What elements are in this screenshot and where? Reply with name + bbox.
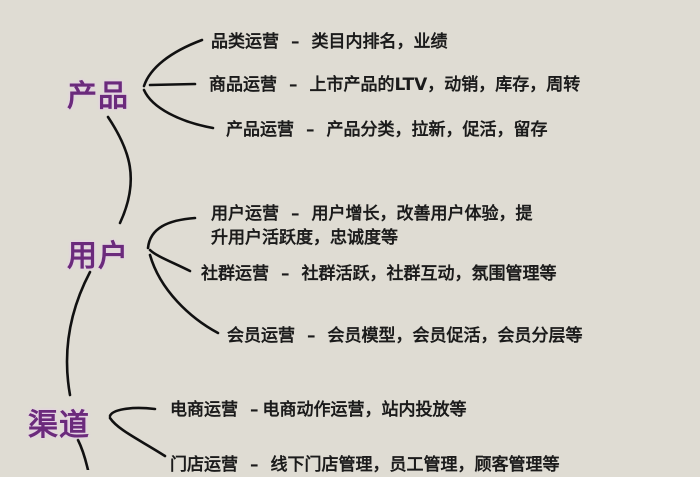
branch-category-ops: 品类运营–类目内排名，业绩 — [211, 30, 448, 54]
branch-product-ops: 产品运营–产品分类，拉新，促活，留存 — [226, 118, 548, 142]
branch-desc: 会员模型，会员促活，会员分层等 — [327, 326, 583, 346]
connector-user-1 — [146, 216, 197, 250]
branch-store-ops: 门店运营–线下门店管理，员工管理，顾客管理等 — [170, 453, 560, 477]
branch-desc-line2: 升用户活跃度，忠诚度等 — [211, 228, 398, 248]
separator: – — [281, 264, 290, 284]
branch-desc: 用户增长，改善用户体验，提 — [311, 204, 533, 224]
branch-community-ops: 社群运营–社群活跃，社群互动，氛围管理等 — [201, 262, 557, 286]
branch-name: 电商运营 — [170, 400, 238, 420]
connector-product-2 — [148, 82, 197, 87]
category-user: 用户 — [67, 239, 129, 274]
connector-spine-3 — [76, 438, 90, 470]
branch-desc: 社群活跃，社群互动，氛围管理等 — [301, 264, 557, 284]
category-channel: 渠道 — [28, 408, 90, 443]
connector-user-2 — [148, 248, 192, 273]
branch-desc: 类目内排名，业绩 — [311, 32, 448, 52]
category-product: 产品 — [67, 79, 129, 114]
branch-ecommerce-ops: 电商运营–电商动作运营，站内投放等 — [170, 398, 467, 422]
branch-user-ops: 用户运营–用户增长，改善用户体验，提 升用户活跃度，忠诚度等 — [211, 202, 533, 250]
separator: – — [306, 120, 315, 140]
separator: – — [250, 400, 259, 420]
branch-name: 商品运营 — [209, 75, 277, 95]
branch-name: 品类运营 — [211, 32, 279, 52]
connector-channel-1 — [108, 406, 157, 418]
separator: – — [291, 32, 300, 52]
branch-desc: 电商动作运营，站内投放等 — [262, 400, 467, 420]
separator: – — [291, 204, 300, 224]
connector-channel-2 — [108, 416, 167, 458]
branch-name: 社群运营 — [201, 264, 269, 284]
connector-spine-1 — [106, 115, 133, 225]
branch-desc: 产品分类，拉新，促活，留存 — [326, 120, 548, 140]
branch-name: 用户运营 — [211, 204, 279, 224]
branch-merchandise-ops: 商品运营–上市产品的LTV，动销，库存，周转 — [209, 73, 580, 97]
connector-product-3 — [142, 88, 215, 130]
separator: – — [250, 455, 259, 475]
branch-name: 产品运营 — [226, 120, 294, 140]
branch-membership-ops: 会员运营–会员模型，会员促活，会员分层等 — [227, 324, 583, 348]
separator: – — [307, 326, 316, 346]
branch-name: 门店运营 — [170, 455, 238, 475]
connector-spine-2 — [65, 270, 92, 397]
branch-name: 会员运营 — [227, 326, 295, 346]
branch-desc: 上市产品的LTV，动销，库存，周转 — [309, 75, 581, 95]
connector-product-1 — [142, 38, 204, 88]
branch-desc: 线下门店管理，员工管理，顾客管理等 — [270, 455, 560, 475]
connector-user-3 — [148, 253, 220, 335]
separator: – — [289, 75, 298, 95]
